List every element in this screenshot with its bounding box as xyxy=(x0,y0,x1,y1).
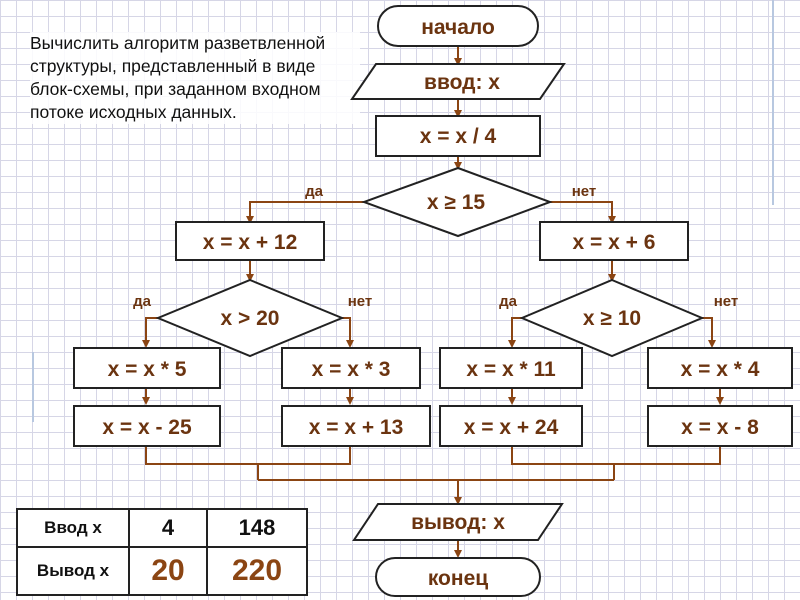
box-c2-label: х = х + 24 xyxy=(464,416,559,439)
right-step-label: х = х + 6 xyxy=(573,231,656,254)
output-row-label: Вывод х xyxy=(16,546,130,596)
step1-box xyxy=(375,115,541,157)
left-step-label: х = х + 12 xyxy=(203,231,298,254)
connector-condleft-yes xyxy=(142,317,158,348)
right-step-box xyxy=(539,221,689,261)
box-a2-label: х = х - 25 xyxy=(102,416,192,439)
input-value-2: 148 xyxy=(206,508,308,548)
output-value-2: 220 xyxy=(206,546,308,596)
cond-right-yes-label: да xyxy=(499,293,518,310)
box-b2-label: х = х + 13 xyxy=(309,416,404,439)
connector-condright-yes xyxy=(508,317,522,348)
cond1-no-label: нет xyxy=(572,183,597,200)
connector-condright-no xyxy=(702,317,716,348)
box-c1 xyxy=(439,347,583,389)
input-row-label: Ввод х xyxy=(16,508,130,548)
box-a1 xyxy=(73,347,221,389)
cond-left-yes-label: да xyxy=(133,293,152,310)
start-terminator xyxy=(377,5,539,47)
io-table: Ввод х 4 148 Вывод х 20 220 xyxy=(16,508,308,596)
end-terminator xyxy=(375,557,541,597)
output-label: вывод: х xyxy=(411,511,505,534)
box-d1-label: х = х * 4 xyxy=(681,358,760,381)
input-parallelogram xyxy=(350,63,566,100)
cond1-label: х ≥ 15 xyxy=(427,191,486,214)
connector-merge-left xyxy=(145,446,351,465)
decorative-vertical-line-left xyxy=(32,352,34,422)
box-b2 xyxy=(281,405,431,447)
cond-right-no-label: нет xyxy=(714,293,739,310)
cond-right-label: х ≥ 10 xyxy=(583,307,641,330)
start-label: начало xyxy=(421,16,495,39)
task-description: Вычислить алгоритм разветвленной структу… xyxy=(30,32,360,124)
left-step-box xyxy=(175,221,325,261)
connector-condleft-no xyxy=(342,317,354,348)
box-b1-label: х = х * 3 xyxy=(312,358,391,381)
decorative-vertical-line xyxy=(772,0,774,205)
box-c2 xyxy=(439,405,583,447)
cond-left-diamond xyxy=(155,278,345,358)
box-d1 xyxy=(647,347,793,389)
output-value-1: 20 xyxy=(128,546,208,596)
end-label: конец xyxy=(428,567,488,590)
cond1-diamond xyxy=(361,166,553,238)
output-parallelogram xyxy=(352,503,564,541)
box-d2 xyxy=(647,405,793,447)
cond-right-diamond xyxy=(519,278,705,358)
step1-label: х = х / 4 xyxy=(420,125,497,148)
cond-left-no-label: нет xyxy=(348,293,373,310)
connector-cond1-no xyxy=(550,201,616,224)
box-c1-label: х = х * 11 xyxy=(466,358,556,381)
connector-cond1-yes xyxy=(246,201,364,224)
box-a1-label: х = х * 5 xyxy=(108,358,187,381)
box-b1 xyxy=(281,347,421,389)
input-label: ввод: х xyxy=(424,71,500,94)
input-value-1: 4 xyxy=(128,508,208,548)
cond1-yes-label: да xyxy=(305,183,324,200)
box-a2 xyxy=(73,405,221,447)
box-d2-label: х = х - 8 xyxy=(681,416,759,439)
cond-left-label: х > 20 xyxy=(221,307,280,330)
connector-merge-right xyxy=(511,446,721,465)
